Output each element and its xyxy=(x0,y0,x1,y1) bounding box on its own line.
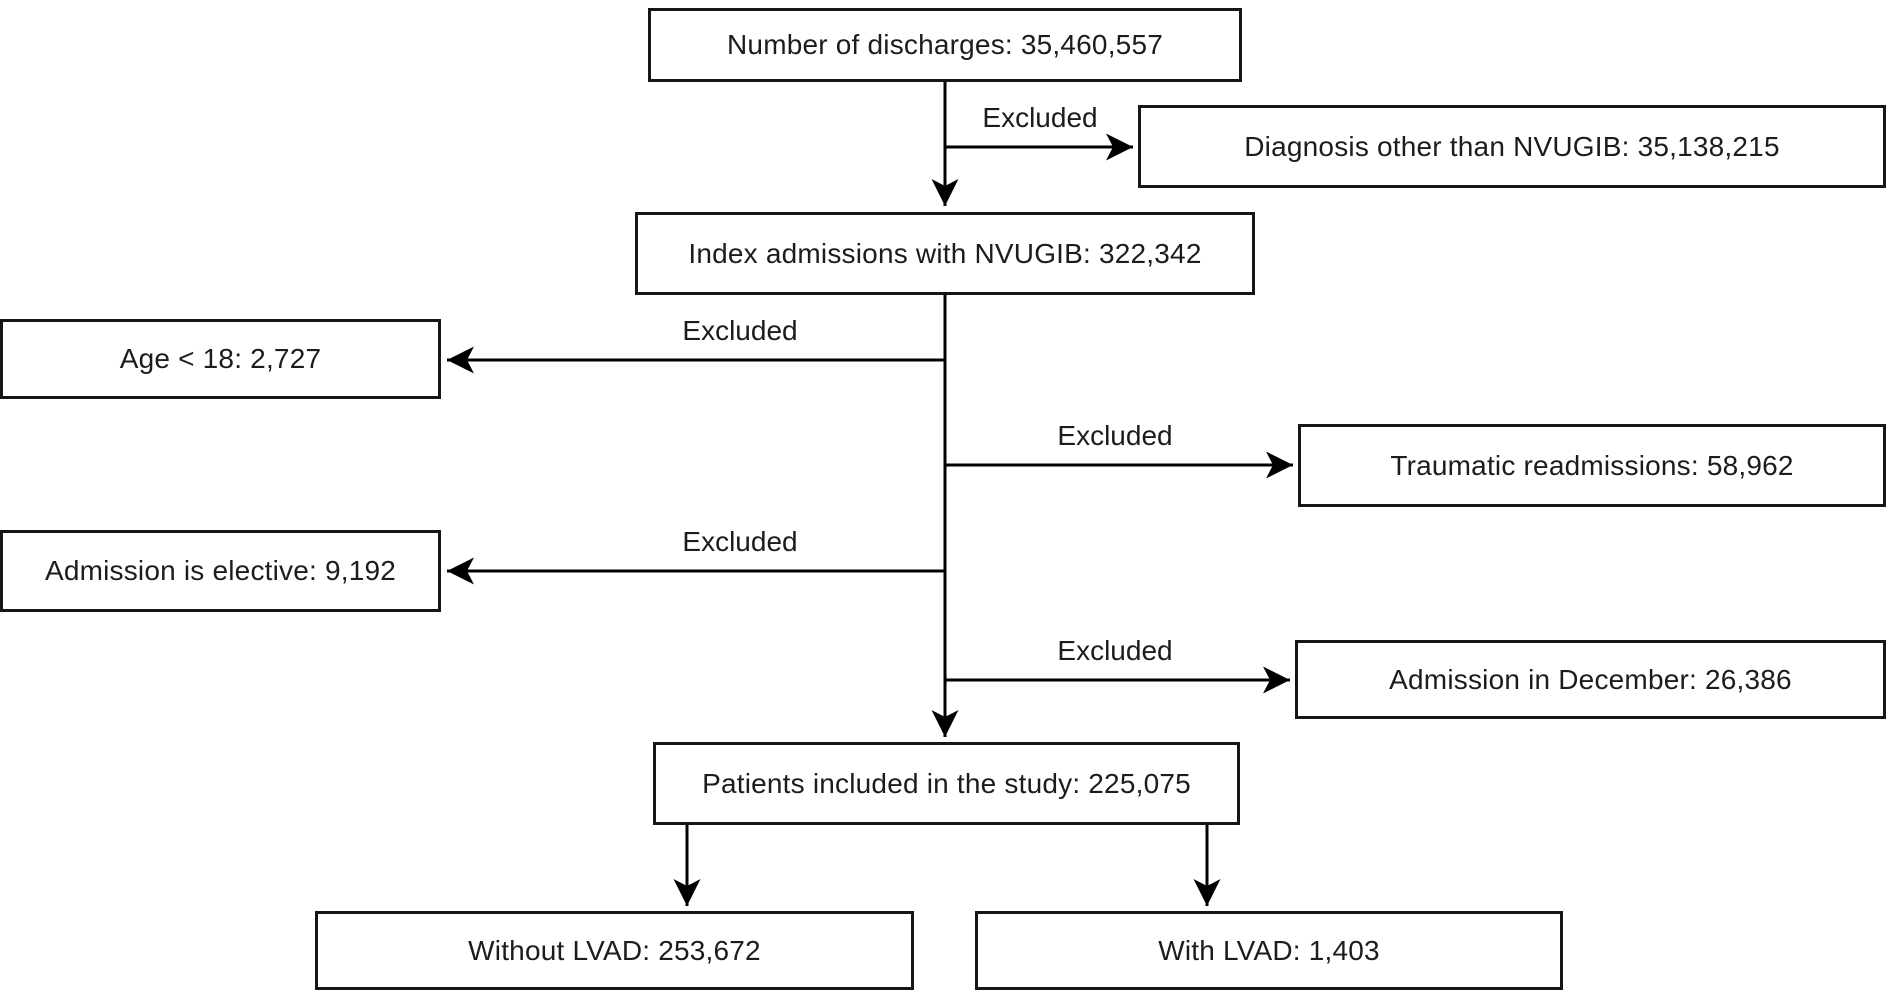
node-age-under-18: Age < 18: 2,727 xyxy=(0,319,441,399)
node-diagnosis-other-than-nvugib: Diagnosis other than NVUGIB: 35,138,215 xyxy=(1138,105,1886,188)
node-index-admissions-nvugib: Index admissions with NVUGIB: 322,342 xyxy=(635,212,1255,295)
edge-label-excluded-elective: Excluded xyxy=(682,526,798,557)
node-traumatic-readmissions: Traumatic readmissions: 58,962 xyxy=(1298,424,1886,507)
node-without-lvad: Without LVAD: 253,672 xyxy=(315,911,914,990)
node-elective-admission: Admission is elective: 9,192 xyxy=(0,530,441,612)
node-patients-included: Patients included in the study: 225,075 xyxy=(653,742,1240,825)
edge-label-excluded-diagnosis: Excluded xyxy=(982,102,1098,133)
node-number-of-discharges: Number of discharges: 35,460,557 xyxy=(648,8,1242,82)
edge-label-excluded-traumatic: Excluded xyxy=(1057,420,1173,451)
node-with-lvad: With LVAD: 1,403 xyxy=(975,911,1563,990)
edge-label-excluded-december: Excluded xyxy=(1057,635,1173,666)
edge-label-excluded-age: Excluded xyxy=(682,315,798,346)
node-december-admission: Admission in December: 26,386 xyxy=(1295,640,1886,719)
